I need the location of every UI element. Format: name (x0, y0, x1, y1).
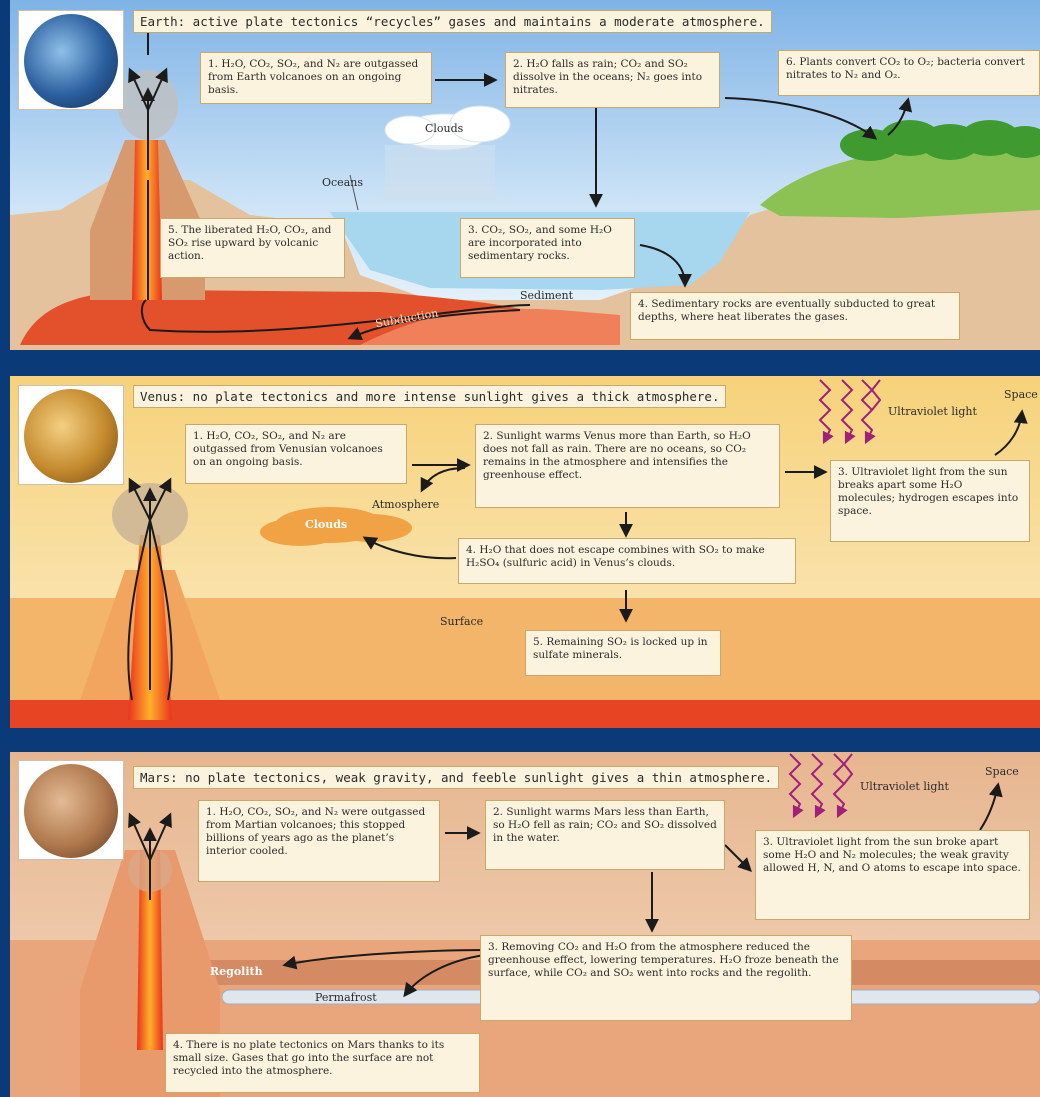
mars-step-1: 1. H₂O, CO₂, SO₂, and N₂ were outgassed … (198, 800, 440, 882)
venus-step-4: 4. H₂O that does not escape combines wit… (458, 538, 796, 584)
mars-step-4: 4. There is no plate tectonics on Mars t… (165, 1033, 480, 1093)
mars-globe-icon (24, 764, 118, 858)
earth-panel-title: Earth: active plate tectonics “recycles”… (133, 10, 772, 33)
venus-step-1: 1. H₂O, CO₂, SO₂, and N₂ are outgassed f… (185, 424, 407, 484)
venus-step-3: 3. Ultraviolet light from the sun breaks… (830, 460, 1030, 542)
earth-clouds-label: Clouds (425, 122, 463, 135)
mars-regolith-label: Regolith (210, 965, 263, 978)
venus-clouds-label: Clouds (305, 518, 347, 531)
earth-step-3: 3. CO₂, SO₂, and some H₂O are incorporat… (460, 218, 635, 278)
earth-step-2: 2. H₂O falls as rain; CO₂ and SO₂ dissol… (505, 52, 720, 108)
earth-globe-icon (24, 14, 118, 108)
mars-step-3-uv: 3. Ultraviolet light from the sun broke … (755, 830, 1030, 920)
mars-uv-label: Ultraviolet light (860, 780, 949, 793)
earth-step-6: 6. Plants convert CO₂ to O₂; bacteria co… (778, 50, 1040, 96)
mars-planet-image (18, 760, 124, 860)
mars-permafrost-label: Permafrost (315, 991, 377, 1004)
earth-sediment-label: Sediment (520, 289, 573, 302)
venus-step-2: 2. Sunlight warms Venus more than Earth,… (475, 424, 780, 508)
mars-step-2: 2. Sunlight warms Mars less than Earth, … (485, 800, 725, 870)
venus-panel-title: Venus: no plate tectonics and more inten… (133, 385, 726, 408)
mars-panel-title: Mars: no plate tectonics, weak gravity, … (133, 766, 779, 789)
earth-step-5: 5. The liberated H₂O, CO₂, and SO₂ rise … (160, 218, 345, 278)
earth-oceans-label: Oceans (322, 176, 363, 189)
venus-planet-image (18, 385, 124, 485)
venus-uv-label: Ultraviolet light (888, 405, 977, 418)
venus-space-label: Space (1004, 388, 1038, 401)
venus-globe-icon (24, 389, 118, 483)
venus-surface-label: Surface (440, 615, 483, 628)
mars-space-label: Space (985, 765, 1019, 778)
earth-planet-image (18, 10, 124, 110)
earth-step-1: 1. H₂O, CO₂, SO₂, and N₂ are outgassed f… (200, 52, 432, 104)
venus-step-5: 5. Remaining SO₂ is locked up in sulfate… (525, 630, 721, 676)
earth-step-4: 4. Sedimentary rocks are eventually subd… (630, 292, 960, 340)
venus-atmosphere-label: Atmosphere (372, 498, 439, 511)
mars-step-3-removing: 3. Removing CO₂ and H₂O from the atmosph… (480, 935, 852, 1021)
